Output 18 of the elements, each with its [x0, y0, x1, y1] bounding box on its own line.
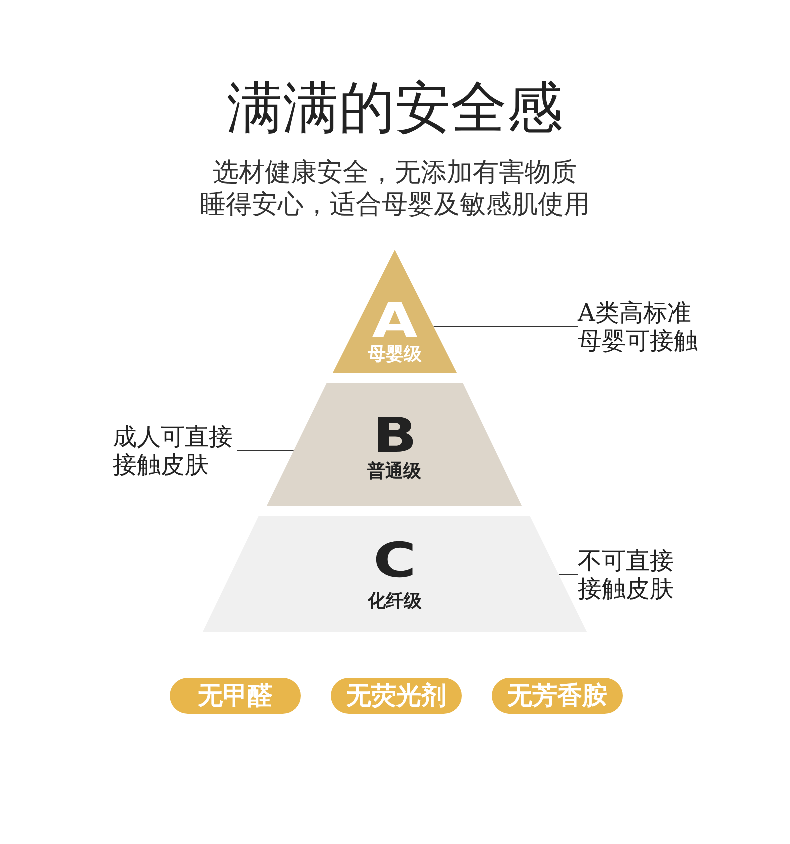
subtitle: 睡得安心，适合母婴及敏感肌使用 — [200, 189, 590, 221]
leader-line — [433, 326, 578, 328]
tier-letter: B — [372, 412, 417, 460]
feature-badge: 无芳香胺 — [492, 678, 623, 714]
tier-label: 化纤级 — [368, 592, 422, 612]
tier-letter: A — [372, 297, 418, 345]
title: 满满的安全感 — [227, 76, 563, 142]
callout-text: 成人可直接接触皮肤 — [113, 423, 237, 479]
feature-badge: 无荧光剂 — [331, 678, 462, 714]
tier-label: 母婴级 — [368, 345, 422, 365]
callout-text: A类高标准母婴可接触 — [578, 299, 702, 355]
tier-letter: C — [374, 537, 416, 585]
leader-line — [558, 574, 578, 576]
callout-text: 不可直接接触皮肤 — [578, 547, 678, 603]
subtitle: 选材健康安全，无添加有害物质 — [213, 157, 577, 189]
feature-badge: 无甲醛 — [170, 678, 301, 714]
tier-label: 普通级 — [368, 462, 422, 482]
leader-line — [236, 450, 294, 452]
